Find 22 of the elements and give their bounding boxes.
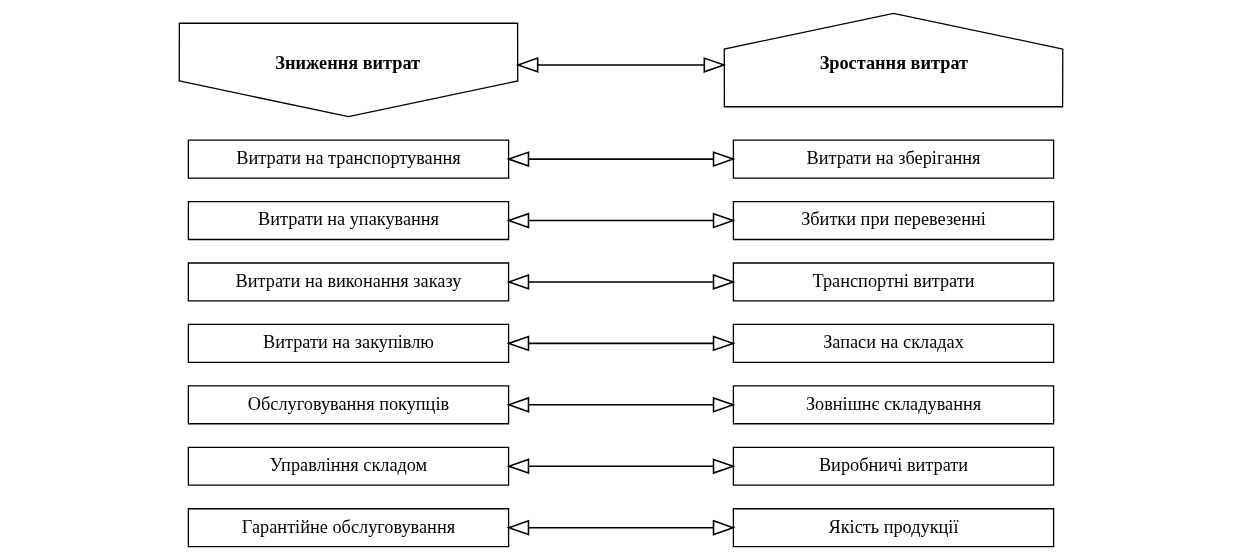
arrow [506, 458, 736, 475]
arrow [515, 57, 727, 73]
arrow [506, 396, 736, 413]
arrow [506, 274, 736, 290]
node-box: Гарантійне обслуговування [187, 508, 510, 548]
arrow [506, 151, 736, 168]
node-box: Виробничі витрати [732, 446, 1055, 486]
node-box: Зовнішнє складування [732, 385, 1055, 425]
node-box: Якість продукції [732, 508, 1055, 548]
node-box: Запаси на складах [732, 323, 1055, 363]
node-box: Витрати на закупівлю [187, 323, 510, 363]
node-box: Витрати на виконання заказу [187, 262, 510, 302]
node-box: Витрати на зберігання [732, 139, 1055, 179]
node-box: Транспортні витрати [732, 262, 1055, 302]
arrow [506, 212, 736, 229]
node-box: Обслуговування покупців [187, 385, 510, 425]
arrow [506, 519, 736, 536]
node-box: Збитки при перевезенні [732, 200, 1055, 241]
node-box: Витрати на транспортування [187, 139, 510, 179]
node-box: Витрати на упакування [187, 200, 510, 241]
node-box: Управління складом [187, 446, 510, 486]
arrow [506, 335, 736, 352]
